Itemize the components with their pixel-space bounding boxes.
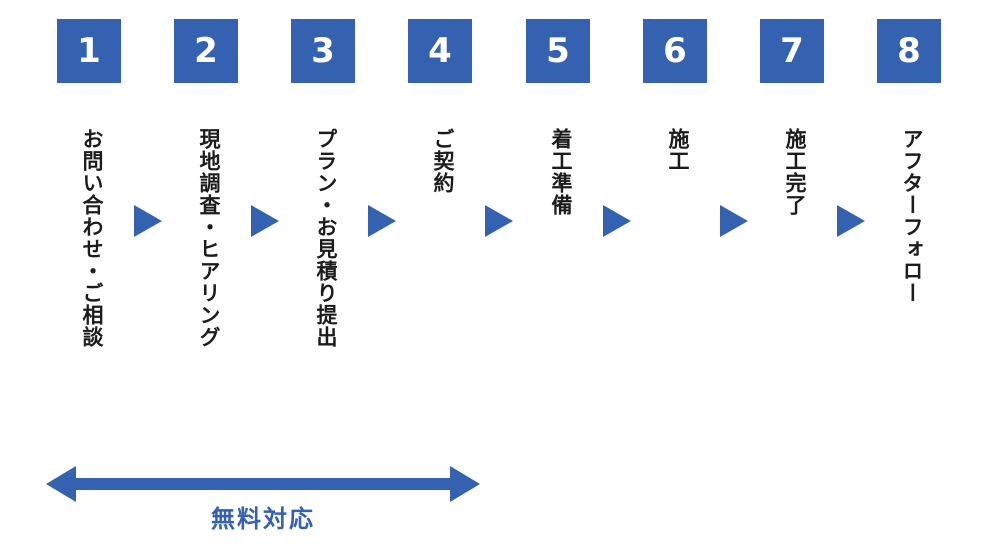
step-2-number-box: 2 bbox=[174, 19, 238, 83]
step-4-label: ご契約 bbox=[431, 128, 455, 194]
step-2-label: 現地調査・ヒアリング bbox=[197, 128, 221, 348]
step-7-label: 施工完了 bbox=[783, 128, 807, 216]
step-8-number-box: 8 bbox=[877, 19, 941, 83]
step-3-label: プラン・お見積り提出 bbox=[314, 128, 338, 348]
step-3-number-box: 3 bbox=[291, 19, 355, 83]
step-1-label: お問い合わせ・ご相談 bbox=[80, 128, 104, 348]
flow-arrow-5-to-6 bbox=[603, 205, 631, 237]
flow-arrow-2-to-3 bbox=[251, 205, 279, 237]
flow-arrow-3-to-4 bbox=[368, 205, 396, 237]
step-5-label: 着工準備 bbox=[549, 128, 573, 216]
flow-arrow-4-to-5 bbox=[485, 205, 513, 237]
step-6-label: 施工 bbox=[666, 128, 690, 172]
free-range-label: 無料対応 bbox=[211, 505, 315, 533]
flow-arrow-1-to-2 bbox=[134, 205, 162, 237]
step-6-number-box: 6 bbox=[643, 19, 707, 83]
step-5-number-box: 5 bbox=[526, 19, 590, 83]
flow-arrow-7-to-8 bbox=[837, 205, 865, 237]
step-8-label: アフターフォロー bbox=[900, 128, 924, 304]
free-range-double-arrow bbox=[46, 466, 480, 502]
step-1-number-box: 1 bbox=[57, 19, 121, 83]
step-4-number-box: 4 bbox=[408, 19, 472, 83]
step-7-number-box: 7 bbox=[760, 19, 824, 83]
flow-arrow-6-to-7 bbox=[720, 205, 748, 237]
